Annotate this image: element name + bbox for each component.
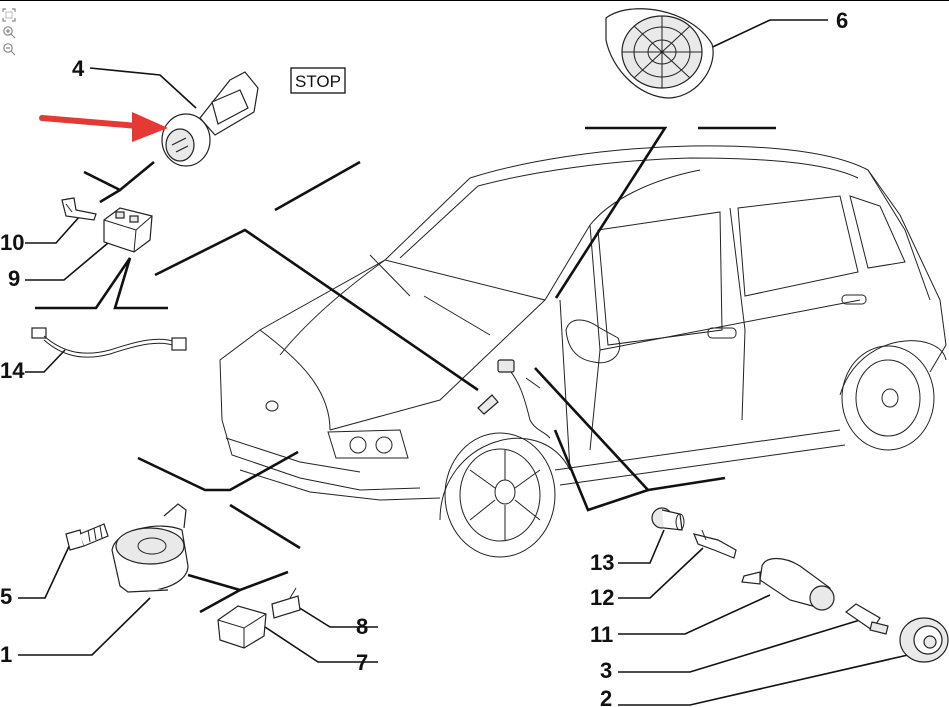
part-1-horn[interactable]	[111, 503, 189, 593]
callout-2: 2	[600, 686, 612, 707]
zoom-out-button[interactable]	[2, 42, 16, 56]
callout-3: 3	[600, 658, 612, 683]
callout-8: 8	[356, 614, 368, 639]
part-14-cable[interactable]	[31, 327, 187, 358]
part-11-switch[interactable]	[741, 557, 835, 611]
callout-numbers: 4 6 10 9 14 5 1 8 7 13 12 11 3 2	[0, 8, 848, 707]
callout-13: 13	[590, 550, 614, 575]
part-7-relay[interactable]	[217, 605, 267, 649]
highlight-arrow	[39, 112, 168, 142]
callout-6: 6	[836, 8, 848, 33]
part-10-terminal[interactable]	[61, 197, 97, 221]
part-9-relay[interactable]	[103, 207, 153, 253]
top-border	[0, 0, 949, 1]
callout-12: 12	[590, 585, 614, 610]
part-8-terminal[interactable]	[271, 587, 301, 619]
zoom-in-button[interactable]	[2, 25, 16, 39]
callout-9: 9	[8, 266, 20, 291]
callout-14: 14	[0, 358, 25, 383]
part-12-terminal[interactable]	[693, 529, 737, 559]
fit-page-icon	[2, 8, 16, 22]
car-illustration	[219, 145, 947, 558]
part-13-plug[interactable]	[651, 507, 685, 531]
callout-11: 11	[590, 622, 613, 647]
part-4-horn-switch[interactable]	[161, 71, 259, 167]
part-5-bolt[interactable]	[65, 523, 109, 551]
callout-7: 7	[356, 650, 368, 675]
svg-text:STOP: STOP	[295, 72, 341, 91]
leader-lines	[18, 19, 909, 706]
zoom-out-icon	[3, 43, 16, 56]
callout-1: 1	[0, 642, 12, 667]
fit-page-button[interactable]	[2, 8, 16, 22]
part-3-sensor[interactable]	[844, 603, 889, 635]
part-2-lamp[interactable]	[899, 617, 949, 663]
stop-sign-label: STOP	[290, 67, 346, 94]
connector-lines	[35, 126, 776, 614]
callout-10: 10	[0, 230, 24, 255]
callout-5: 5	[0, 584, 12, 609]
zoom-in-icon	[3, 26, 16, 39]
zoom-toolbar	[2, 8, 16, 56]
callout-4: 4	[72, 56, 85, 81]
part-6-horn-grille[interactable]	[605, 8, 714, 99]
